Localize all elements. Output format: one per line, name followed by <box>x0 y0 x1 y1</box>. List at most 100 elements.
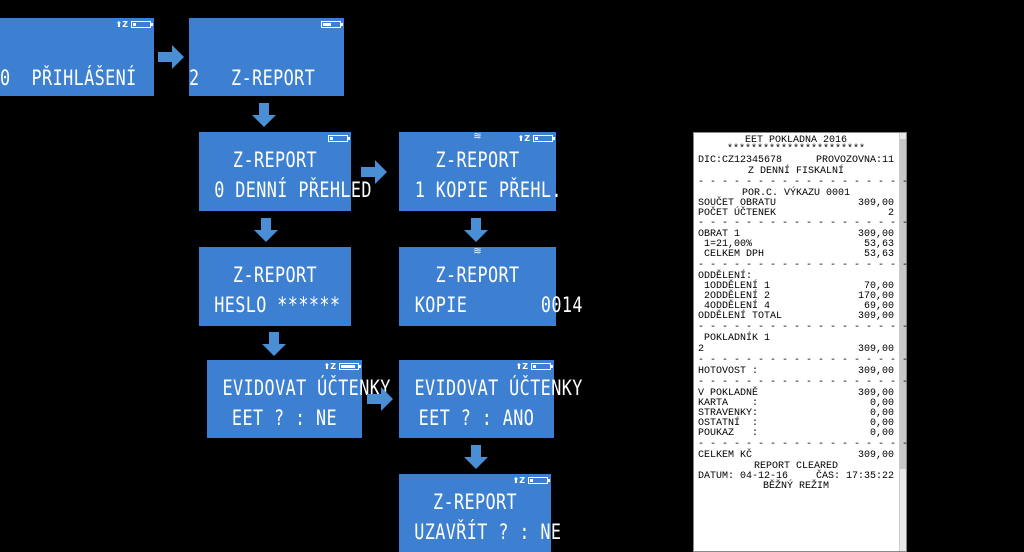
screen-line-2: HESLO ****** <box>214 293 341 317</box>
row-value: 309,00 <box>857 366 894 377</box>
receipt-rezim: BĚŽNÝ REŽIM <box>762 481 829 492</box>
row-label: POUKAZ : <box>698 428 759 439</box>
screen-line-1: Z-REPORT <box>435 263 520 287</box>
receipt-subtitle: Z DENNÍ FISKALNÍ <box>747 166 844 177</box>
row-label: CELKEM KČ <box>698 450 753 461</box>
row-label: ODDĚLENÍ: <box>698 271 753 282</box>
battery-icon <box>531 363 553 370</box>
lcd-screen-z-report-uzavrit: ⬆Z Z-REPORT UZAVŘÍT ? : NE <box>399 474 562 552</box>
receipt-datum: DATUM: 04-12-16 <box>698 471 789 482</box>
receipt-dic: DIC:CZ12345678 <box>698 155 783 166</box>
signal-icon: ⬆Z <box>515 361 528 371</box>
receipt-dic-row: DIC:CZ12345678 PROVOZOVNA:11 <box>698 155 894 166</box>
receipt-row: HOTOVOST : 309,00 <box>698 366 894 377</box>
receipt-row: OSTATNÍ : 0,00 <box>698 418 894 429</box>
receipt-printout: EET POKLADNA 2016 **********************… <box>693 132 945 552</box>
arrow-down-icon <box>252 103 276 127</box>
battery-icon <box>528 477 550 484</box>
status-bar: ⬆Z <box>115 19 153 29</box>
screen-line-2: EET ? : ANO <box>418 406 535 430</box>
row-label: POČET ÚČTENEK <box>698 208 777 219</box>
receipt-report-cleared: REPORT CLEARED <box>753 461 838 472</box>
arrow-down-icon <box>464 445 488 469</box>
signal-icon: ⬆Z <box>115 19 128 29</box>
receipt-divider: - - - - - - - - - - - - - - - - - - - - … <box>698 355 945 366</box>
receipt-provozovna: PROVOZOVNA:11 <box>815 155 894 166</box>
lcd-screen-z-report-heslo: Z-REPORT HESLO ****** <box>199 247 351 326</box>
row-label: HOTOVOST : <box>698 366 759 377</box>
lcd-screen-z-report-menu: 2 Z-REPORT <box>189 18 344 96</box>
row-value: 170,00 <box>857 291 894 302</box>
row-label: CELKEM DPH <box>698 249 765 260</box>
row-value: 0,00 <box>869 418 894 429</box>
lcd-screen-prihlaseni: ⬆Z 0 PŘIHLÁŠENÍ <box>0 18 154 96</box>
receipt-row: V POKLADNĚ 309,00 <box>698 388 894 399</box>
status-bar: ⬆Z <box>515 361 553 371</box>
row-value: 309,00 <box>857 229 894 240</box>
lcd-screen-z-report-kopie: ≋ ⬆Z Z-REPORT 1 KOPIE PŘEHL. <box>399 131 562 211</box>
row-label: POKLADNÍK 1 <box>698 333 771 344</box>
wifi-icon: ≋ <box>473 131 482 142</box>
receipt-row: CELKEM KČ 309,00 <box>698 450 894 461</box>
receipt-cas: ČAS: 17:35:22 <box>815 471 894 482</box>
lcd-screen-z-report-kopie-cislo: ≋ Z-REPORT KOPIE 0014 <box>399 246 583 326</box>
row-label: 2 <box>698 344 705 355</box>
arrow-right-icon <box>367 387 393 411</box>
signal-icon: ⬆Z <box>517 133 530 143</box>
screen-line-2: 0 DENNÍ PŘEHLED <box>214 178 372 202</box>
status-bar <box>328 134 350 143</box>
signal-icon: ⬆Z <box>323 361 336 371</box>
signal-icon: ⬆Z <box>512 475 525 485</box>
receipt-row: 1=21,00% 53,63 <box>698 239 894 250</box>
status-bar <box>321 20 343 29</box>
row-label: V POKLADNĚ <box>698 388 759 399</box>
lcd-screen-z-report-denni: Z-REPORT 0 DENNÍ PŘEHLED <box>199 132 372 211</box>
receipt-row: 2 309,00 <box>698 344 894 355</box>
receipt-stars: *********************** <box>726 144 866 155</box>
row-label: STRAVENKY: <box>698 408 759 419</box>
receipt-divider: - - - - - - - - - - - - - - - - - - - - … <box>698 260 945 271</box>
row-label: 4ODDĚLENÍ 4 <box>698 301 771 312</box>
row-value: 0,00 <box>869 408 894 419</box>
receipt-divider: - - - - - - - - - - - - - - - - - - - - … <box>698 439 945 450</box>
screen-line-1: Z-REPORT <box>432 490 518 514</box>
screen-line-1: 0 PŘIHLÁŠENÍ <box>0 66 137 90</box>
scrollbar-thumb[interactable] <box>900 139 906 469</box>
screen-line-2: EET ? : NE <box>231 406 338 430</box>
row-value: 309,00 <box>857 344 894 355</box>
screen-line-1: EVIDOVAT ÚČTENKY <box>414 376 583 400</box>
lcd-screen-evidovat-ano: ⬆Z EVIDOVAT ÚČTENKY EET ? : ANO <box>399 360 583 438</box>
row-label: ODDĚLENÍ TOTAL <box>698 311 783 322</box>
status-bar: ⬆Z <box>323 361 361 371</box>
screen-line-2: UZAVŘÍT ? : NE <box>414 520 562 544</box>
row-label: OSTATNÍ : <box>698 418 759 429</box>
receipt-row: POUKAZ : 0,00 <box>698 428 894 439</box>
receipt-divider: - - - - - - - - - - - - - - - - - - - - … <box>698 377 945 388</box>
receipt-divider: - - - - - - - - - - - - - - - - - - - - … <box>698 218 945 229</box>
arrow-down-icon <box>254 218 278 242</box>
receipt-row: POČET ÚČTENEK 2 <box>698 208 894 219</box>
receipt-divider: - - - - - - - - - - - - - - - - - - - - … <box>698 322 945 333</box>
receipt-row: SOUČET OBRATU 309,00 <box>698 198 894 209</box>
row-value: 309,00 <box>857 388 894 399</box>
receipt-scrollbar[interactable] <box>899 133 906 551</box>
battery-icon <box>131 21 153 28</box>
screen-line-1: Z-REPORT <box>232 263 318 287</box>
row-value: 53,63 <box>863 239 894 250</box>
arrow-right-icon <box>361 160 387 184</box>
arrow-down-icon <box>262 332 286 356</box>
row-value: 309,00 <box>857 450 894 461</box>
row-value: 53,63 <box>863 249 894 260</box>
row-label: OBRAT 1 <box>698 229 741 240</box>
row-label: 1=21,00% <box>698 239 753 250</box>
wifi-icon: ≋ <box>473 246 482 257</box>
screen-line-2: 1 KOPIE PŘEHL. <box>414 178 562 202</box>
row-value: 0,00 <box>869 398 894 409</box>
row-value: 309,00 <box>857 311 894 322</box>
status-bar: ⬆Z <box>517 133 555 143</box>
receipt-row: KARTA : 0,00 <box>698 398 894 409</box>
battery-icon <box>328 135 350 142</box>
receipt-divider: - - - - - - - - - - - - - - - - - - - - … <box>698 177 945 188</box>
receipt-row: 2ODDĚLENÍ 2 170,00 <box>698 291 894 302</box>
screen-line-1: Z-REPORT <box>232 148 318 172</box>
